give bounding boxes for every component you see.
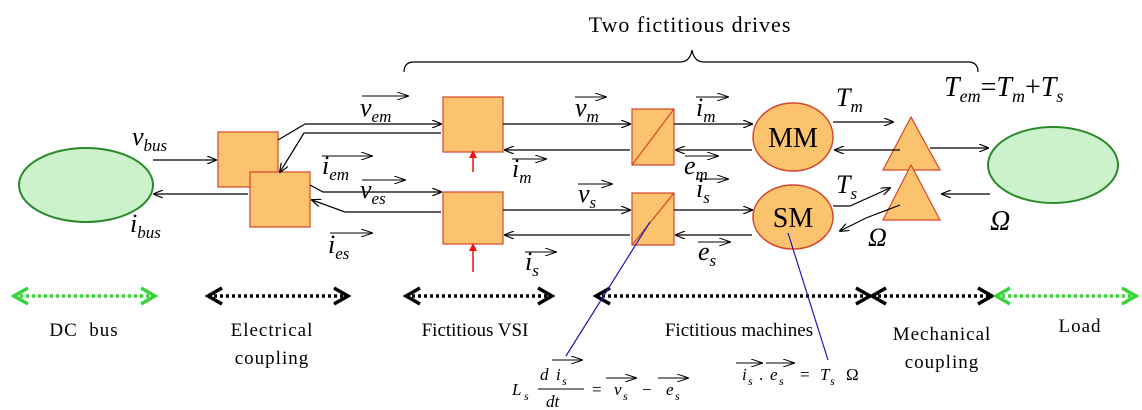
svg-text:−: − [642,380,652,399]
signal-labels: vbus ibus vem iem ves ies vm im vs is im… [130,72,1063,280]
svg-text:s: s [562,374,567,388]
svg-text:e: e [770,365,778,384]
svg-text:=: = [592,380,602,399]
machine-sm-label: SM [773,203,814,234]
machine-mm-label: MM [768,123,818,154]
label-i-bus: ibus [130,209,161,242]
annotation-line-power [787,232,829,361]
label-v-bus: vbus [132,122,168,155]
section-mechanical-line2: coupling [905,352,980,373]
equation-power: i s . e s = T s Ω [736,363,859,388]
svg-text:.: . [759,365,763,384]
annotation-line-voltage [565,221,651,357]
svg-text:dt: dt [546,392,561,410]
label-i-em: iem [322,151,349,184]
svg-text:d: d [540,365,549,384]
section-electrical-line2: coupling [235,348,310,369]
svg-text:e: e [666,380,674,399]
label-e-s: es [698,237,717,270]
load-ellipse [987,126,1119,204]
machine-mm [752,102,834,172]
label-i-m-vsi: im [512,154,532,187]
svg-text:v: v [614,380,622,399]
connection-arrows [153,122,990,235]
label-t-m: Tm [836,83,863,116]
svg-text:=: = [800,365,810,384]
section-arrows [10,286,1140,306]
svg-text:i: i [556,365,561,384]
section-machines: Fictitious machines [665,320,813,341]
svg-text:s: s [623,389,628,403]
section-vsi: Fictitious VSI [422,320,529,341]
converter-m-diagonal [631,108,675,166]
mech-coupling-upper [882,115,942,171]
section-load: Load [1058,316,1101,337]
svg-text:L: L [511,380,521,399]
converter-s-diagonal [631,192,675,246]
title-brace [403,49,979,73]
svg-text:T: T [820,365,831,384]
label-omega-load: Ω [990,206,1010,237]
svg-text:Ω: Ω [846,365,859,384]
label-v-em: vem [360,93,391,126]
svg-text:s: s [779,374,784,388]
dc-bus-source [18,147,154,223]
svg-text:s: s [830,374,835,388]
label-v-m: vm [575,93,599,126]
label-i-s: is [696,174,710,207]
label-t-em-equation: Tem=Tm+Ts [944,72,1063,106]
section-labels: DC bus Electrical coupling Fictitious VS… [49,316,1101,373]
vsi-block-m [442,96,504,153]
label-t-s: Ts [836,170,857,203]
svg-text:s: s [748,374,753,388]
mech-coupling-lower [882,163,941,221]
svg-text:i: i [742,365,747,384]
svg-text:s: s [675,389,680,403]
section-dc-bus: DC bus [49,320,118,341]
label-v-s: vs [578,179,597,212]
section-mechanical-line1: Mechanical [893,324,992,345]
coupling-block-lower [249,171,311,228]
label-v-es: ves [360,175,386,208]
diagram-title: Two fictitious drives [589,12,792,37]
equation-voltage: L s d i s dt = v s − e s [511,360,688,410]
svg-text:s: s [524,389,529,403]
section-electrical-line1: Electrical [231,320,314,341]
label-omega-mech: Ω [868,223,887,252]
vsi-block-s [442,191,504,245]
label-i-s-vsi: is [525,247,539,280]
label-i-m: im [696,93,716,126]
label-i-es: ies [328,230,350,263]
